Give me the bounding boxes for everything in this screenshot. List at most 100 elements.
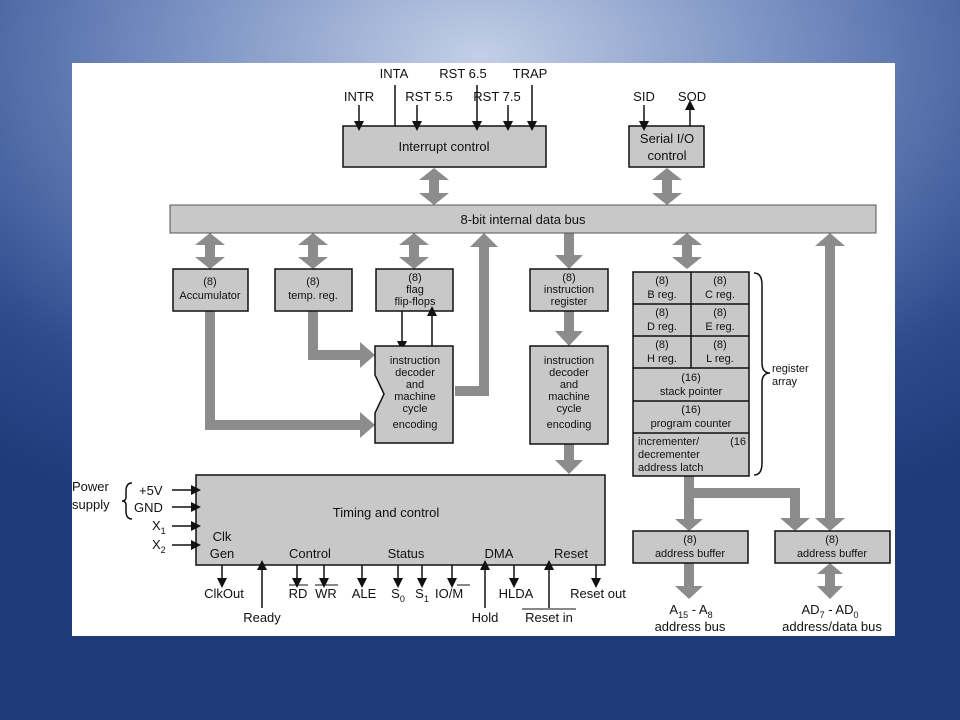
bus-to-ir-arrow [555,233,583,269]
latch-label-2: decrementer [638,449,700,461]
sp-size: (16) [681,372,701,384]
decoder-left-line-3: and [406,379,424,391]
intr-label: INTR [344,89,374,104]
serial-io-label-1: Serial I/O [640,131,694,146]
decoder-right-line-5: cycle [556,403,581,415]
c-reg-label: C reg. [705,289,735,301]
register-array-label-2: array [772,376,798,388]
accumulator-size: (8) [203,276,216,288]
address-buffer-low-size: (8) [825,534,838,546]
ale-label: ALE [352,586,377,601]
hlda-label: HLDA [499,586,534,601]
decoder-right-line-3: and [560,379,578,391]
decoder-left-line-6: encoding [393,419,438,431]
power-input-lines [172,485,201,550]
address-buffer-high-size: (8) [683,534,696,546]
decoder-left-line-4: machine [394,391,436,403]
ir-label-1: instruction [544,284,594,296]
register-array-brace [753,272,771,476]
ir-to-decoder-arrow [555,311,583,346]
temp-reg-block [274,268,353,312]
address-buffer-low-label: address buffer [797,548,867,560]
decoder-right-line-1: instruction [544,355,594,367]
sod-label: SOD [678,89,706,104]
serial-bus-arrow [652,168,682,205]
ad-bus-label: address/data bus [782,619,882,634]
d-reg-size: (8) [655,307,668,319]
serial-pin-lines [639,100,695,131]
bottom-pin-lines [217,560,601,608]
diagram-canvas: 8-bit internal data bus Interrupt contro… [72,63,895,636]
interrupt-control-label: Interrupt control [398,139,489,154]
block-diagram: 8-bit internal data bus Interrupt contro… [72,66,891,634]
address-buffer-high-label: address buffer [655,548,725,560]
decoder-right-block [529,345,609,445]
dma-group-label: DMA [485,546,514,561]
reset-group-label: Reset [554,546,588,561]
accumulator-block [172,268,249,312]
decoder-right-line-2: decoder [549,367,589,379]
ir-size: (8) [562,272,575,284]
power-label-2: supply [72,497,110,512]
latch-label-3: address latch [638,462,703,474]
latch-to-ad-branch-arrow [689,488,810,531]
flag-decoder-lines [397,306,437,351]
accumulator-bus-arrow [195,233,225,269]
v5-label: +5V [139,483,163,498]
ad-bus-name: AD7 - AD0 [802,602,859,620]
d-reg-label: D reg. [647,321,677,333]
x1-label: X1 [152,518,166,536]
serial-io-label-2: control [647,148,686,163]
address-bus-label: address bus [655,619,726,634]
interrupt-bus-arrow [419,168,449,205]
address-buffer-low [774,530,891,564]
decoder-right-line-6: encoding [547,419,592,431]
e-reg-label: E reg. [705,321,734,333]
gen-label: Gen [210,546,235,561]
temp-reg-size: (8) [306,276,319,288]
timing-control-label: Timing and control [333,505,440,520]
register-array-bus-arrow [672,233,702,269]
latch-label-1: incrementer/ [638,436,700,448]
interrupt-pin-lines [354,85,537,131]
gnd-label: GND [134,500,163,515]
x2-label: X2 [152,537,166,555]
gray-bus-arrows [195,168,845,599]
pc-label: program counter [651,418,732,430]
decoder-left-line-2: decoder [395,367,435,379]
latch-to-a-buffer-arrow [675,476,703,531]
reset-out-label: Reset out [570,586,626,601]
rst75-label: RST 7.5 [473,89,520,104]
reset-in-label: Reset in [525,610,573,625]
a-buffer-to-bus-arrow [675,563,703,599]
address-buffer-high [632,530,749,564]
b-reg-size: (8) [655,275,668,287]
instruction-register-block [529,268,609,312]
power-brace [121,482,133,520]
clk-label: Clk [213,529,232,544]
internal-data-bus-label: 8-bit internal data bus [460,212,586,227]
address-bus-name: A15 - A8 [669,602,712,620]
b-reg-label: B reg. [647,289,676,301]
decoder-right-line-4: machine [548,391,590,403]
temp-reg-bus-arrow [298,233,328,269]
bus-to-ad-buffer-arrow [815,233,845,531]
l-reg-label: L reg. [706,353,734,365]
sid-label: SID [633,89,655,104]
io-m-label: IO/M [435,586,463,601]
register-array-dividers [633,272,749,434]
s0-label: S0 [391,586,405,604]
flag-label-2: flip-flops [395,296,436,308]
flag-size: (8) [408,272,421,284]
power-label-1: Power [72,479,110,494]
register-array-label-1: register [772,363,809,375]
latch-size: (16 [730,436,746,448]
accumulator-label: Accumulator [179,290,240,302]
flag-label-1: flag [406,284,424,296]
pc-size: (16) [681,404,701,416]
timing-control-block [195,474,606,566]
flag-block [375,268,454,312]
h-reg-label: H reg. [647,353,677,365]
h-reg-size: (8) [655,339,668,351]
inta-label: INTA [380,66,409,81]
